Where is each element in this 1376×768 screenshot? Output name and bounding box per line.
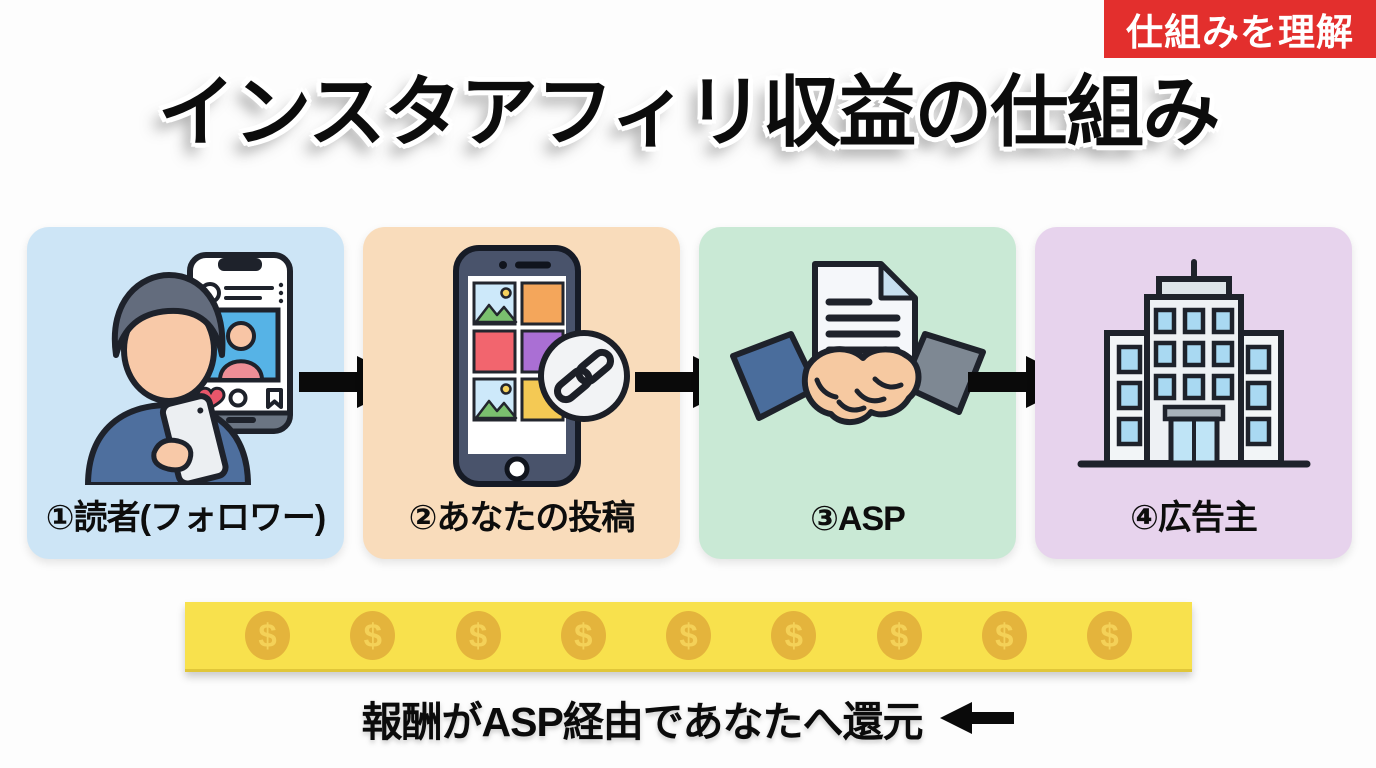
- footer-caption-row: 報酬がASP経由であなたへ還元: [0, 688, 1376, 748]
- step-label-asp: ③ASP: [810, 500, 906, 538]
- step-label-advertiser: ④広告主: [1130, 499, 1258, 537]
- asp-handshake-icon: [699, 241, 1016, 491]
- dollar-coin-icon: $: [666, 611, 711, 660]
- dollar-coin-icon: $: [876, 611, 922, 660]
- dollar-coin-icon: $: [455, 611, 501, 660]
- dollar-coin-icon: $: [350, 611, 396, 660]
- corner-badge: 仕組みを理解: [1104, 0, 1376, 58]
- reader-follower-icon-svg: [84, 252, 293, 485]
- flow-step-your-post: ②あなたの投稿: [363, 227, 680, 559]
- footer-caption: 報酬がASP経由であなたへ還元: [361, 699, 924, 745]
- your-post-icon: [363, 241, 680, 491]
- dollar-coin-icon: $: [771, 611, 817, 660]
- left-arrow-icon: [940, 702, 1015, 734]
- dollar-coin-icon: $: [981, 611, 1027, 660]
- flow-step-asp: ③ASP: [699, 227, 1016, 559]
- dollar-coin-icon: $: [560, 611, 606, 660]
- corner-badge-label: 仕組みを理解: [1126, 12, 1354, 53]
- asp-handshake-icon-svg: [729, 261, 986, 425]
- step-label-reader: ①読者(フォロワー): [45, 499, 326, 537]
- step-label-your-post: ②あなたの投稿: [408, 499, 636, 537]
- advertiser-building-icon-svg: [1077, 259, 1310, 468]
- advertiser-building-icon: [1035, 241, 1352, 491]
- your-post-icon-svg: [452, 245, 630, 487]
- money-return-bar: $ $ $ $ $ $ $ $ $: [185, 602, 1192, 672]
- flow-step-reader: ①読者(フォロワー): [27, 227, 344, 559]
- dollar-coin-icon: $: [245, 611, 290, 660]
- reader-follower-icon: [27, 241, 344, 491]
- flow-step-advertiser: ④広告主: [1035, 227, 1352, 559]
- page-title: インスタアフィリ収益の仕組み: [157, 68, 1221, 156]
- dollar-coin-icon: $: [1087, 611, 1132, 660]
